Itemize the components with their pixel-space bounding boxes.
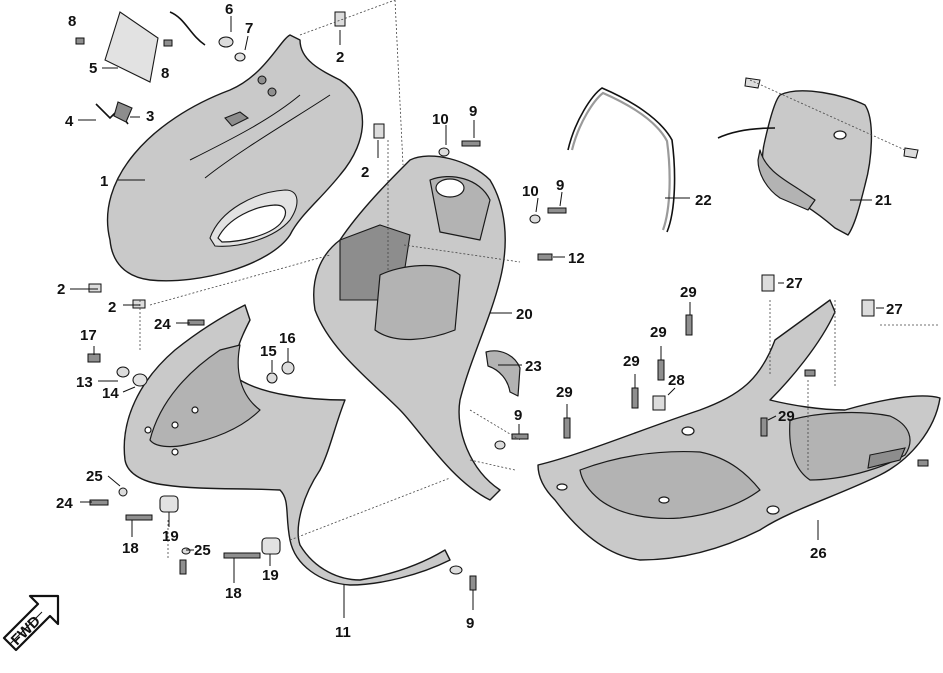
part-label: 1 [100, 173, 108, 190]
part-label: 16 [279, 330, 296, 347]
storage-box-part-21 [717, 77, 919, 236]
part-label: 11 [335, 624, 351, 641]
front-shield [106, 34, 364, 282]
part-label: 7 [245, 20, 253, 37]
part-label: 9 [469, 103, 477, 120]
part-label: 27 [886, 301, 903, 318]
lower-front-cover-part-11 [123, 304, 451, 586]
part-label: 28 [668, 372, 685, 389]
part-label: 10 [522, 183, 539, 200]
part-label: 24 [56, 495, 73, 512]
part-label: 29 [680, 284, 697, 301]
part-label: 2 [57, 281, 65, 298]
part-label: 19 [262, 567, 279, 584]
part-label: 29 [556, 384, 573, 401]
part-label: 29 [623, 353, 640, 370]
part-label: 25 [194, 542, 211, 559]
screws-part-8 [75, 37, 173, 47]
license-plate-bracket-part-5 [104, 11, 159, 83]
part-label: 3 [146, 108, 154, 125]
part-label: 9 [466, 615, 474, 632]
part-label: 13 [76, 374, 93, 391]
part-label: 23 [525, 358, 542, 375]
part-label: 29 [650, 324, 667, 341]
part-label: 10 [432, 111, 449, 128]
part-label: 18 [225, 585, 242, 602]
part-label: 24 [154, 316, 171, 333]
inner-leg-shield [313, 155, 506, 501]
part-label: 22 [695, 192, 712, 209]
part-label: 9 [556, 177, 564, 194]
part-label: 2 [108, 299, 116, 316]
part-label: 21 [875, 192, 892, 209]
fasteners [87, 11, 929, 591]
assembly-guide-lines [139, 0, 940, 560]
part-label: 20 [516, 306, 533, 323]
rubber-grommet-part-6 [169, 11, 246, 62]
part-label: 25 [86, 468, 103, 485]
leader-lines [70, 16, 884, 618]
part-label: 12 [568, 250, 585, 267]
part-label: 8 [161, 65, 169, 82]
part-label: 19 [162, 528, 179, 545]
part-label: 2 [336, 49, 344, 66]
part-label: 5 [89, 60, 97, 77]
part-label: 26 [810, 545, 827, 562]
wire-harness-part-3-4 [95, 101, 133, 125]
floor-panel-part-26 [537, 299, 941, 561]
fwd-arrow-icon: FWD [2, 594, 60, 652]
part-label: 14 [102, 385, 119, 402]
part-label: 15 [260, 343, 277, 360]
part-label: 18 [122, 540, 139, 557]
part-label: 27 [786, 275, 803, 292]
part-label: 9 [514, 407, 522, 424]
frame-rail-part-22 [567, 87, 676, 233]
part-number-labels: 1 2 2 2 2 3 4 5 6 7 8 8 9 9 9 9 10 10 11… [56, 1, 903, 641]
part-label: 4 [65, 113, 74, 130]
part-label: 8 [68, 13, 76, 30]
part-label: 17 [80, 327, 97, 344]
part-label: 2 [361, 164, 369, 181]
part-label: 6 [225, 1, 233, 18]
part-label: 29 [778, 408, 795, 425]
